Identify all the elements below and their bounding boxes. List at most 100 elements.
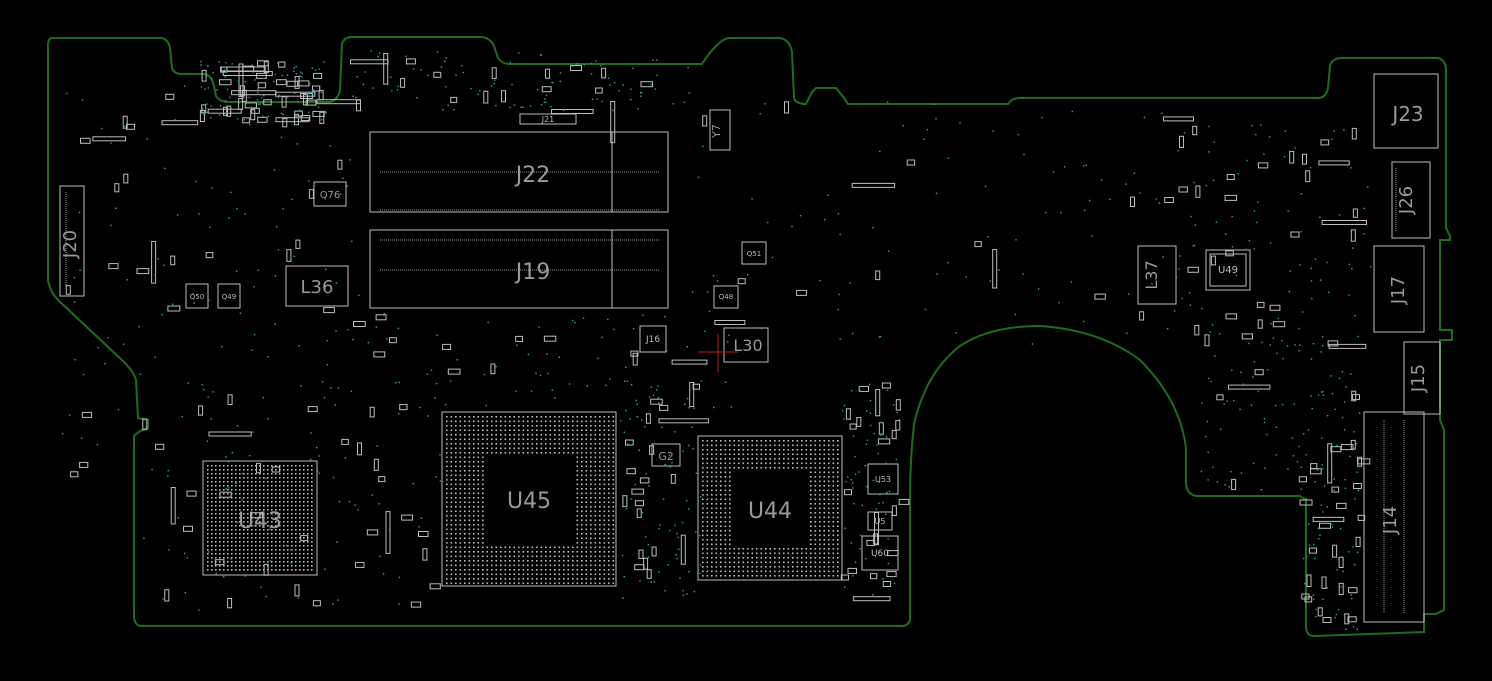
testpoint xyxy=(1354,498,1356,500)
testpoint xyxy=(858,387,861,389)
bga-pad xyxy=(738,440,740,442)
connector-J26[interactable]: J26 xyxy=(1391,161,1431,239)
bga-pad xyxy=(247,505,249,507)
testpoint xyxy=(330,387,332,389)
connector-J14[interactable]: J14 xyxy=(1363,411,1425,623)
connector-J17[interactable]: J17 xyxy=(1373,245,1425,333)
connector-J16[interactable]: J16 xyxy=(639,325,667,353)
connector-J20[interactable]: J20 xyxy=(59,185,85,297)
bga-pad xyxy=(219,517,221,519)
bga-pad xyxy=(227,489,229,491)
passive-component xyxy=(227,598,233,609)
bga-pad xyxy=(255,473,257,475)
bga-pad xyxy=(590,519,592,522)
bga-pad xyxy=(223,477,225,479)
bga-pad xyxy=(311,501,313,503)
testpoint xyxy=(866,485,868,488)
bga-pad xyxy=(545,560,547,562)
testpoint xyxy=(1174,310,1176,312)
bga-pad xyxy=(482,497,484,499)
chip-U45[interactable]: U45 xyxy=(441,411,617,587)
chip-G2[interactable]: G2 xyxy=(651,443,681,467)
bga-pad xyxy=(239,477,241,479)
bga-pad xyxy=(711,453,713,456)
bga-pad xyxy=(774,440,776,442)
bga-pad xyxy=(311,545,313,547)
bga-pad xyxy=(796,575,799,577)
transistor-Q50[interactable]: Q50 xyxy=(185,283,209,309)
transistor-Q48[interactable]: Q48 xyxy=(713,285,739,309)
chip-U53[interactable]: U53 xyxy=(867,463,899,495)
chip-U44[interactable]: U44 xyxy=(697,435,843,581)
chip-U5[interactable]: U5 xyxy=(867,511,893,531)
bga-pad xyxy=(828,507,830,510)
bga-pad xyxy=(247,561,249,563)
passive-component xyxy=(1310,468,1322,475)
bga-pad xyxy=(531,438,534,441)
testpoint xyxy=(854,561,857,563)
testpoint xyxy=(1319,216,1321,218)
bga-pad xyxy=(303,501,305,503)
passive-component xyxy=(1299,499,1313,506)
inductor-L30[interactable]: L30 xyxy=(723,327,769,363)
testpoint xyxy=(886,101,889,103)
transistor-Q76[interactable]: Q76 xyxy=(313,181,347,207)
connector-J22[interactable]: J22 xyxy=(369,131,669,213)
bga-pad xyxy=(227,541,229,543)
bga-pad xyxy=(702,480,704,483)
testpoint xyxy=(677,536,679,539)
bga-pad xyxy=(231,505,233,507)
bga-pad xyxy=(482,425,484,427)
transistor-Q49[interactable]: Q49 xyxy=(217,283,241,309)
inductor-L37[interactable]: L37 xyxy=(1137,245,1177,305)
bga-pad xyxy=(581,443,583,445)
bga-pad xyxy=(590,434,592,436)
bga-pad xyxy=(464,569,466,571)
chip-U43[interactable]: U43 xyxy=(202,460,318,576)
testpoint xyxy=(1253,248,1255,250)
bga-pad xyxy=(590,582,592,585)
connector-J19[interactable]: J19 xyxy=(369,229,669,309)
bga-pad xyxy=(473,470,475,472)
testpoint xyxy=(850,479,853,481)
bga-pad xyxy=(702,534,704,537)
testpoint xyxy=(1308,523,1310,525)
transistor-Q51[interactable]: Q51 xyxy=(741,241,767,265)
bga-pad xyxy=(255,561,257,563)
testpoint xyxy=(844,586,846,588)
bga-pad xyxy=(446,447,448,450)
testpoint xyxy=(200,64,202,66)
bga-pad xyxy=(545,551,547,553)
connector-J21[interactable]: J21 xyxy=(519,113,577,125)
testpoint xyxy=(998,269,1000,271)
passive-component xyxy=(1305,170,1311,183)
testpoint xyxy=(1269,344,1272,346)
passive-component xyxy=(313,72,323,79)
bga-pad xyxy=(711,566,713,568)
testpoint xyxy=(376,445,378,447)
bga-pad xyxy=(235,533,237,535)
bga-pad xyxy=(711,489,713,492)
bga-pad xyxy=(283,505,285,507)
crystal-Y7[interactable]: Y7 xyxy=(709,109,731,151)
connector-J15[interactable]: J15 xyxy=(1403,341,1441,415)
connector-J23[interactable]: J23 xyxy=(1373,73,1439,149)
chip-U49[interactable]: U49 xyxy=(1205,249,1251,291)
bga-pad xyxy=(486,546,489,549)
bga-pad xyxy=(275,497,277,499)
testpoint xyxy=(675,465,677,467)
bga-pad xyxy=(223,485,225,487)
inductor-L36[interactable]: L36 xyxy=(285,265,349,307)
passive-component xyxy=(450,96,458,103)
bga-pad xyxy=(473,420,475,423)
bga-pad xyxy=(219,505,221,507)
bga-pad xyxy=(243,509,245,511)
bga-pad xyxy=(491,564,493,567)
bga-pad xyxy=(594,434,597,436)
bga-pad xyxy=(468,510,471,513)
bga-pad xyxy=(235,553,237,555)
bga-pad xyxy=(518,546,520,549)
bga-pad xyxy=(837,489,839,492)
